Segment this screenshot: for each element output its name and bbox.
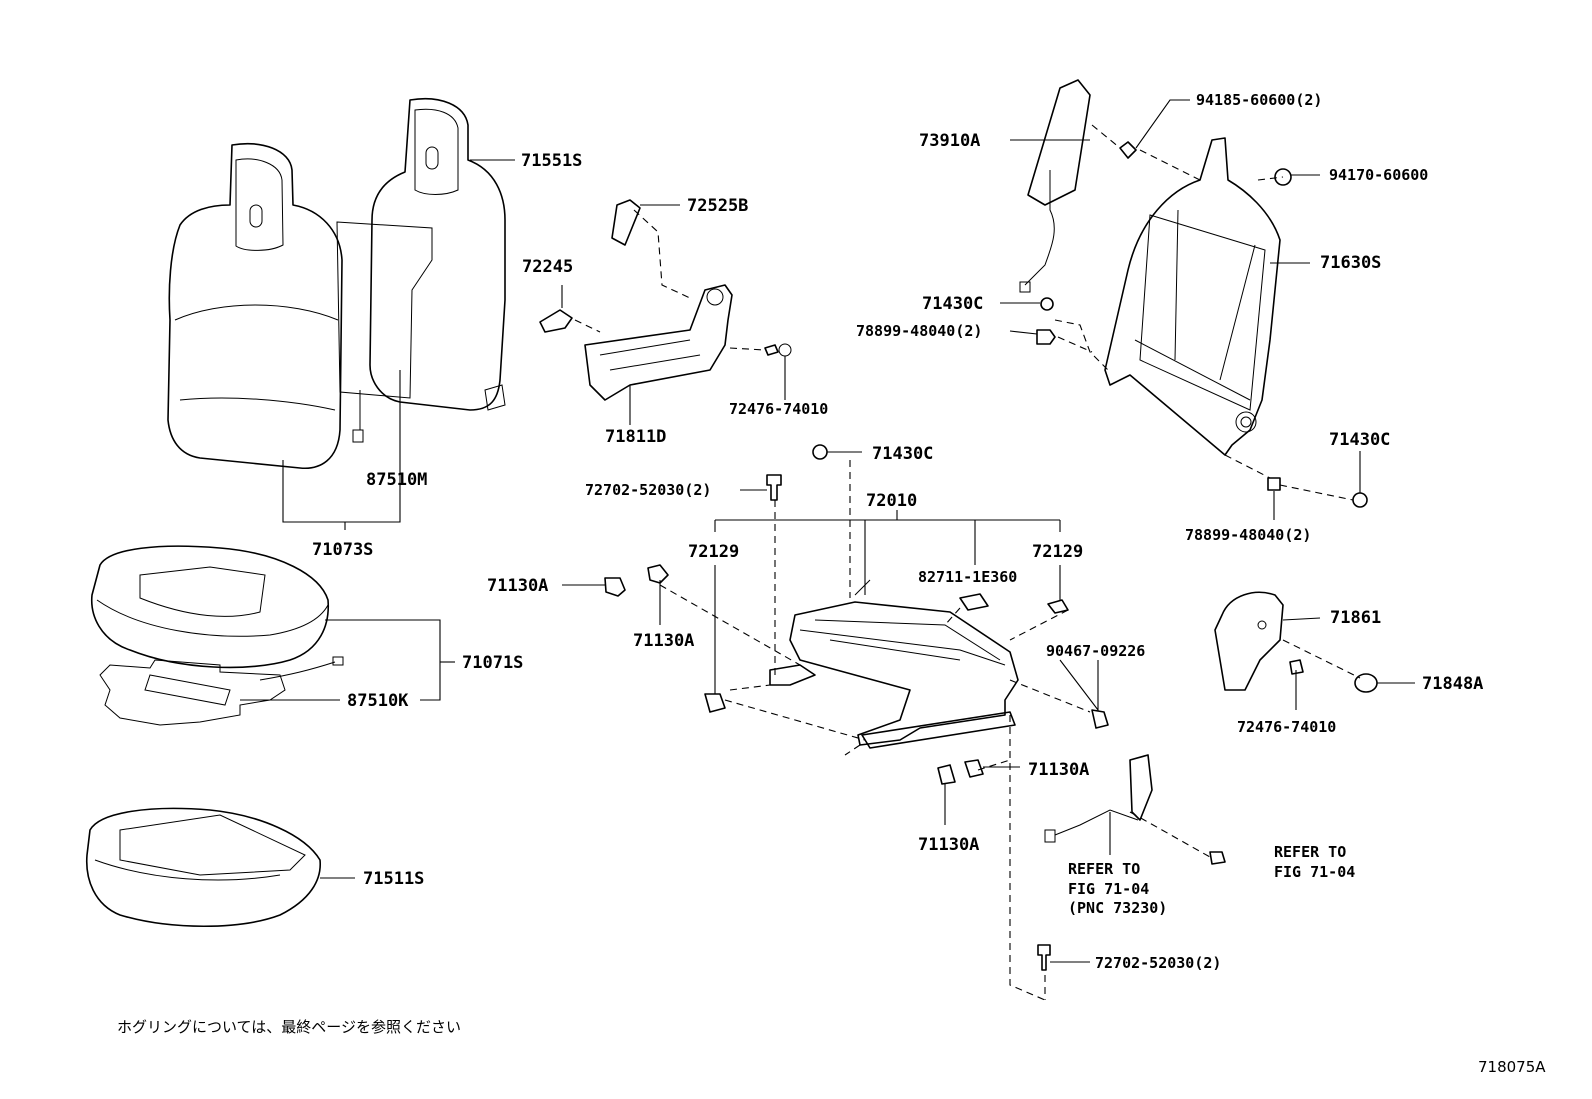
label-87510M: 87510M	[366, 470, 427, 490]
assembly-dashed-lines	[574, 124, 1361, 1001]
label-71848A: 71848A	[1422, 674, 1483, 694]
label-71551S: 71551S	[521, 151, 582, 171]
label-71430C-upper: 71430C	[922, 294, 983, 314]
label-71511S: 71511S	[363, 869, 424, 889]
label-94170-60600: 94170-60600	[1329, 166, 1428, 184]
label-71130A-mid: 71130A	[633, 631, 694, 651]
label-71071S: 71071S	[462, 653, 523, 673]
label-82711-1E360: 82711-1E360	[918, 568, 1017, 586]
label-72245: 72245	[522, 257, 573, 277]
label-72525B: 72525B	[687, 196, 748, 216]
label-78899-48040-lower: 78899-48040(2)	[1185, 526, 1311, 544]
refer-b-line2: FIG 71-04	[1274, 863, 1355, 881]
label-71861: 71861	[1330, 608, 1381, 628]
label-71130A-left: 71130A	[487, 576, 548, 596]
refer-note-buckle: REFER TO FIG 71-04 (PNC 73230)	[1068, 860, 1167, 917]
seat-belt-buckle-drawing	[1044, 754, 1153, 843]
label-71130A-bottom: 71130A	[918, 835, 979, 855]
label-71130A-lower-right: 71130A	[1028, 760, 1089, 780]
label-78899-48040-upper: 78899-48040(2)	[856, 322, 982, 340]
label-71811D: 71811D	[605, 427, 666, 447]
seatback-pad-drawing	[336, 98, 506, 443]
fasteners-and-clips	[604, 168, 1368, 971]
label-71073S: 71073S	[312, 540, 373, 560]
refer-b-line1: REFER TO	[1274, 843, 1346, 861]
label-73910A: 73910A	[919, 131, 980, 151]
seat-cushion-pad-drawing	[85, 807, 321, 927]
recliner-cover-drawing	[539, 199, 733, 401]
refer-a-line1: REFER TO	[1068, 860, 1140, 878]
seatback-cover-drawing	[167, 143, 343, 470]
label-72476-74010-upper: 72476-74010	[729, 400, 828, 418]
leader-lines	[240, 99, 1415, 963]
seat-frame-assembly-drawing	[769, 579, 1019, 749]
label-94185-60600: 94185-60600(2)	[1196, 91, 1322, 109]
label-90467-09226: 90467-09226	[1046, 642, 1145, 660]
label-87510K: 87510K	[347, 691, 409, 711]
label-72702-52030-lower: 72702-52030(2)	[1095, 954, 1221, 972]
refer-note-bolt: REFER TO FIG 71-04	[1274, 843, 1355, 881]
label-71430C-center: 71430C	[872, 444, 933, 464]
label-72129-left: 72129	[688, 542, 739, 562]
label-72476-74010-lower: 72476-74010	[1237, 718, 1336, 736]
refer-a-line3: (PNC 73230)	[1068, 899, 1167, 917]
label-71630S: 71630S	[1320, 253, 1381, 273]
label-71430C-right: 71430C	[1329, 430, 1390, 450]
side-airbag-drawing	[1019, 79, 1137, 293]
label-72010: 72010	[866, 491, 917, 511]
refer-a-line2: FIG 71-04	[1068, 880, 1149, 898]
label-72129-right: 72129	[1032, 542, 1083, 562]
figure-code: 718075A	[1478, 1058, 1546, 1076]
seat-cushion-cover-drawing	[90, 545, 330, 669]
label-72702-52030-upper: 72702-52030(2)	[585, 481, 711, 499]
seatback-frame-drawing	[1104, 137, 1281, 456]
part-number-labels: 71551S 72525B 72245 71811D 72476-74010 8…	[312, 91, 1483, 972]
hog-ring-footnote: ホグリングについては、最終ページを参照ください	[117, 1018, 461, 1036]
